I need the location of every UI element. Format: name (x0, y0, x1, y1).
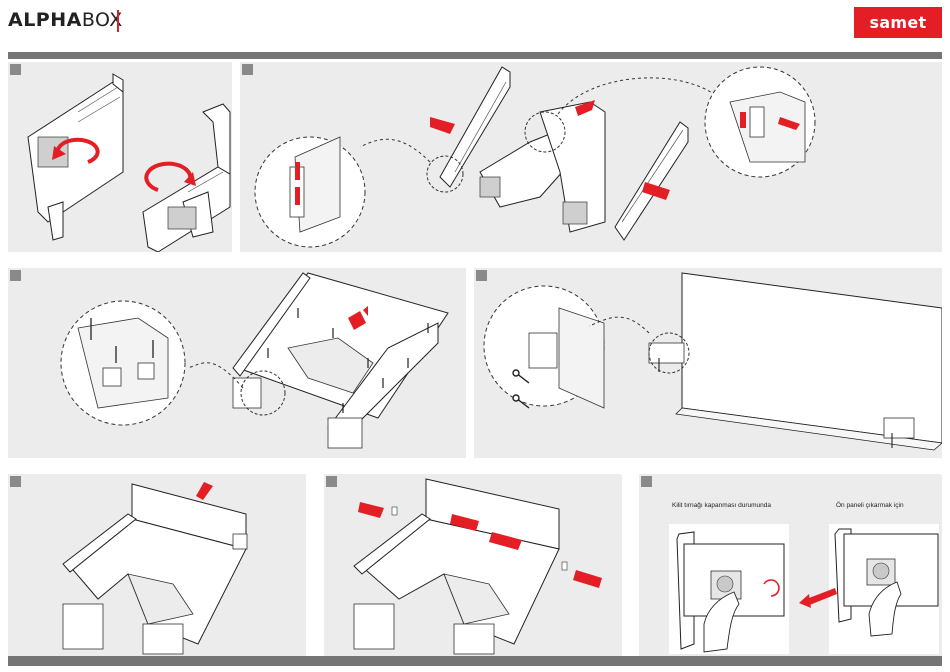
bottom-divider-bar (8, 656, 942, 666)
step-6-panel (324, 474, 622, 656)
step-badge (10, 476, 21, 487)
brand-name-bold: ALPHA (8, 9, 82, 31)
page-header: ALPHABOX samet (0, 0, 950, 46)
step-2-illustration (240, 62, 942, 252)
brand-name: ALPHABOX (8, 9, 123, 31)
step-badge (10, 270, 21, 281)
step-badge (641, 476, 652, 487)
top-divider-bar (8, 52, 942, 59)
step-badge (242, 64, 253, 75)
step-4-panel (474, 268, 942, 458)
step-6-illustration (324, 474, 622, 656)
step-7-caption-right: Ön paneli çıkarmak için (836, 502, 904, 509)
step-7-caption-left: Kilit tırnağı kapanması durumunda (672, 502, 771, 509)
step-3-panel (8, 268, 466, 458)
step-5-panel (8, 474, 306, 656)
step-badge (10, 64, 21, 75)
step-badge (476, 270, 487, 281)
samet-logo: samet (854, 7, 942, 38)
step-3-illustration (8, 268, 466, 458)
step-4-illustration (474, 268, 942, 458)
step-7-panel: Kilit tırnağı kapanması durumunda Ön pan… (639, 474, 942, 656)
step-5-illustration (8, 474, 306, 656)
step-2-panel (240, 62, 942, 252)
step-badge (326, 476, 337, 487)
step-1-panel (8, 62, 232, 252)
step-1-illustration (8, 62, 232, 252)
brand-divider (117, 10, 119, 32)
